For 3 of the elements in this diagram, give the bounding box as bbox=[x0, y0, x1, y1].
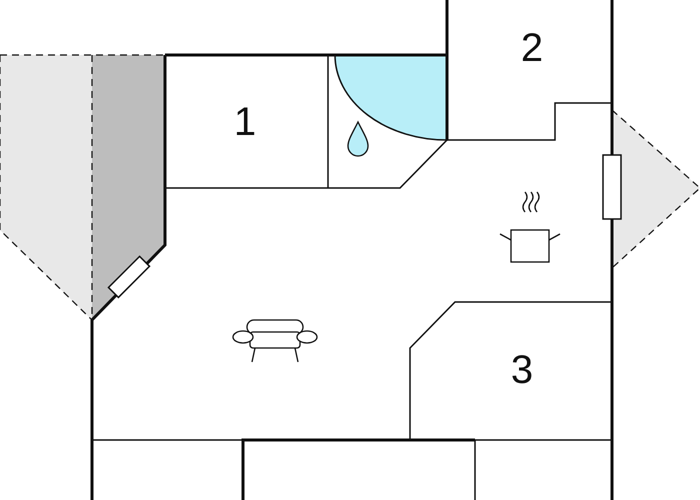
room-number: 1 bbox=[234, 102, 256, 142]
room-number: 2 bbox=[520, 28, 544, 68]
room-number: 3 bbox=[510, 350, 534, 390]
